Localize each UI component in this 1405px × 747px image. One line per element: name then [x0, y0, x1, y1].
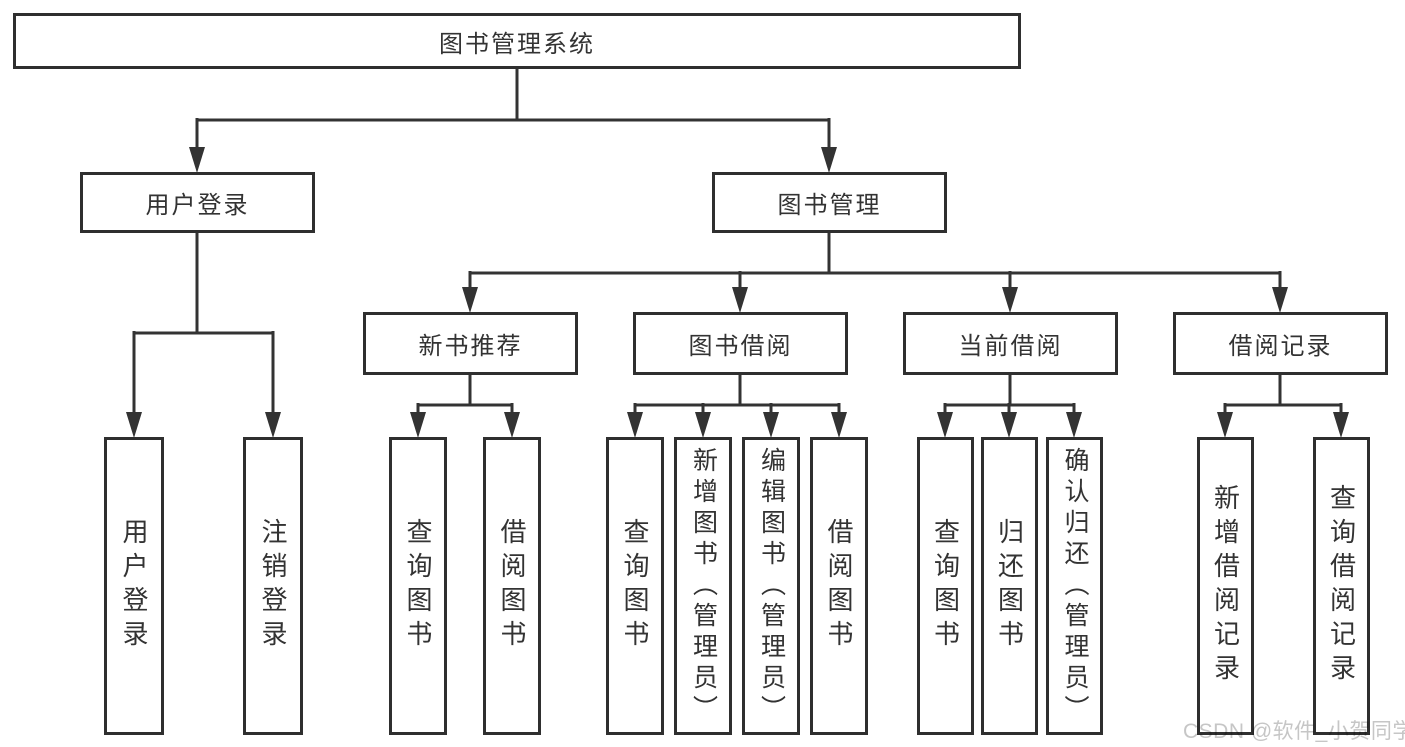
leaf-label: 新增图书（管理员）	[689, 446, 718, 726]
arrowhead	[504, 412, 520, 438]
arrowhead	[462, 287, 478, 313]
arrowhead	[1001, 412, 1017, 438]
leaf-label: 借阅图书	[824, 518, 854, 654]
leaf-add-borrow-record: 新增借阅记录	[1197, 437, 1254, 735]
node-label: 图书管理	[777, 192, 882, 219]
arrowhead	[732, 287, 748, 313]
leaf-label: 查询借阅记录	[1326, 484, 1357, 688]
leaf-label: 查询图书	[930, 518, 961, 654]
node-current-borrowing: 当前借阅	[903, 312, 1118, 375]
arrowhead	[821, 147, 837, 173]
node-label: 当前借阅	[958, 333, 1063, 360]
connector-book-borrowing	[633, 375, 841, 418]
leaf-label: 新增借阅记录	[1210, 484, 1241, 688]
arrowhead	[1333, 412, 1349, 438]
node-new-book-recommend: 新书推荐	[363, 312, 578, 375]
node-borrowing-records: 借阅记录	[1173, 312, 1388, 375]
csdn-watermark: CSDN @软件_小贺同学	[1183, 720, 1405, 743]
leaf-label: 查询图书	[403, 518, 433, 654]
arrowhead	[189, 147, 205, 173]
arrowhead	[937, 412, 953, 438]
node-label: 借阅记录	[1228, 333, 1333, 360]
node-book-borrowing: 图书借阅	[633, 312, 848, 375]
arrowhead	[831, 412, 847, 438]
node-label: 图书借阅	[688, 333, 793, 360]
leaf-query-borrow-record: 查询借阅记录	[1313, 437, 1370, 735]
leaf-label: 确认归还（管理员）	[1061, 446, 1089, 726]
node-library-management-system: 图书管理系统	[13, 13, 1021, 69]
arrowhead	[1066, 412, 1082, 438]
arrowhead	[695, 412, 711, 438]
leaf-return-books: 归还图书	[981, 437, 1038, 735]
connector-current-borrowing	[943, 375, 1076, 418]
arrowhead	[126, 412, 142, 438]
arrowhead	[1272, 287, 1288, 313]
arrowhead	[627, 412, 643, 438]
leaf-label: 归还图书	[994, 518, 1025, 654]
connector-user-login	[132, 233, 275, 418]
node-book-management: 图书管理	[712, 172, 947, 233]
connector-root	[195, 69, 831, 153]
arrowhead	[1217, 412, 1233, 438]
node-label: 图书管理系统	[439, 30, 595, 58]
arrowhead	[410, 412, 426, 438]
leaf-label: 编辑图书（管理员）	[757, 446, 786, 726]
leaf-label: 查询图书	[620, 518, 650, 654]
leaf-add-books-admin: 新增图书（管理员）	[674, 437, 732, 735]
node-user-login: 用户登录	[80, 172, 315, 233]
connector-new-book-recommend	[416, 375, 514, 418]
leaf-label: 注销登录	[258, 518, 288, 654]
connector-borrowing-records	[1223, 375, 1343, 418]
arrowhead	[1002, 287, 1018, 313]
arrowhead	[763, 412, 779, 438]
node-label: 用户登录	[145, 192, 250, 219]
leaf-label: 借阅图书	[497, 518, 527, 654]
leaf-borrow-books-recommend: 借阅图书	[483, 437, 541, 735]
leaf-query-books-recommend: 查询图书	[389, 437, 447, 735]
leaf-user-login: 用户登录	[104, 437, 164, 735]
leaf-confirm-return-admin: 确认归还（管理员）	[1046, 437, 1103, 735]
arrowhead	[265, 412, 281, 438]
leaf-logout: 注销登录	[243, 437, 303, 735]
leaf-query-books-borrowing: 查询图书	[606, 437, 664, 735]
node-label: 新书推荐	[418, 333, 523, 360]
connector-book-management	[468, 233, 1282, 293]
leaf-query-books-current: 查询图书	[917, 437, 974, 735]
leaf-label: 用户登录	[119, 518, 149, 654]
leaf-borrow-books-borrowing: 借阅图书	[810, 437, 868, 735]
leaf-edit-books-admin: 编辑图书（管理员）	[742, 437, 800, 735]
